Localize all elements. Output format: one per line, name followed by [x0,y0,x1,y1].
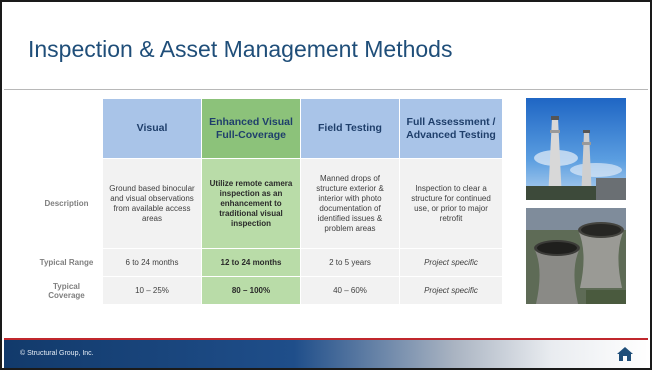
table-cell: Project specific [399,248,503,277]
copyright-text: © Structural Group, Inc. [20,350,94,357]
footer-bar: © Structural Group, Inc. [4,340,648,368]
table-row-typical-coverage: Typical Coverage 10 – 25% 80 – 100% 40 –… [30,276,503,305]
table-row-description: Description Ground based binocular and v… [30,158,503,249]
methods-table: Visual Enhanced Visual Full-Coverage Fie… [30,98,503,305]
table-cell: 2 to 5 years [300,248,400,277]
column-header-full-assessment: Full Assessment / Advanced Testing [399,98,503,159]
footer-accent-line [4,338,648,340]
table-row-typical-range: Typical Range 6 to 24 months 12 to 24 mo… [30,248,503,277]
cooling-towers-photo [526,208,626,304]
table-cell: Manned drops of structure exterior & int… [300,158,400,249]
table-cell: 80 – 100% [201,276,301,305]
table-corner [30,98,103,159]
table-cell: Project specific [399,276,503,305]
table-cell: Ground based binocular and visual observ… [102,158,202,249]
table-cell: Utilize remote camera inspection as an e… [201,158,301,249]
title-divider [4,89,648,90]
table-cell: 10 – 25% [102,276,202,305]
home-icon[interactable] [616,345,634,363]
column-header-visual: Visual [102,98,202,159]
slide-title: Inspection & Asset Management Methods [28,36,453,62]
row-header-description: Description [30,158,103,249]
column-header-enhanced-visual: Enhanced Visual Full-Coverage [201,98,301,159]
table-cell: 12 to 24 months [201,248,301,277]
column-header-field-testing: Field Testing [300,98,400,159]
table-cell: 40 – 60% [300,276,400,305]
row-header-typical-coverage: Typical Coverage [30,276,103,305]
row-header-typical-range: Typical Range [30,248,103,277]
table-cell: 6 to 24 months [102,248,202,277]
smokestacks-photo [526,98,626,200]
table-header-row: Visual Enhanced Visual Full-Coverage Fie… [30,98,503,159]
table-cell: Inspection to clear a structure for cont… [399,158,503,249]
